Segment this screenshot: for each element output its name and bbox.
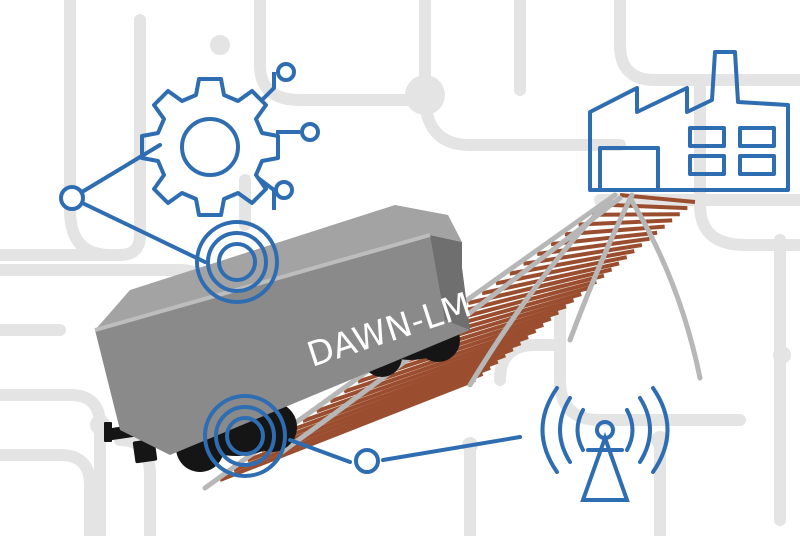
radio-antenna-icon xyxy=(540,386,670,502)
track-sleeper xyxy=(578,218,673,227)
sensor-target-icon xyxy=(203,394,287,478)
gear-icon xyxy=(140,62,320,217)
sensor-target-icon xyxy=(195,220,279,304)
railway-tracks xyxy=(202,192,703,491)
network-lines xyxy=(70,143,522,464)
track-sleeper xyxy=(233,372,484,473)
network-node-icon xyxy=(59,185,380,474)
wagon-roof-edge xyxy=(94,233,431,332)
wagon-body-end xyxy=(430,235,470,330)
factory-icon xyxy=(588,50,790,192)
track-sleeper xyxy=(606,202,688,211)
track-sleeper xyxy=(523,243,643,266)
track-sleeper xyxy=(219,378,476,482)
wagon-body-side xyxy=(95,235,470,455)
track-sleeper xyxy=(536,236,650,256)
